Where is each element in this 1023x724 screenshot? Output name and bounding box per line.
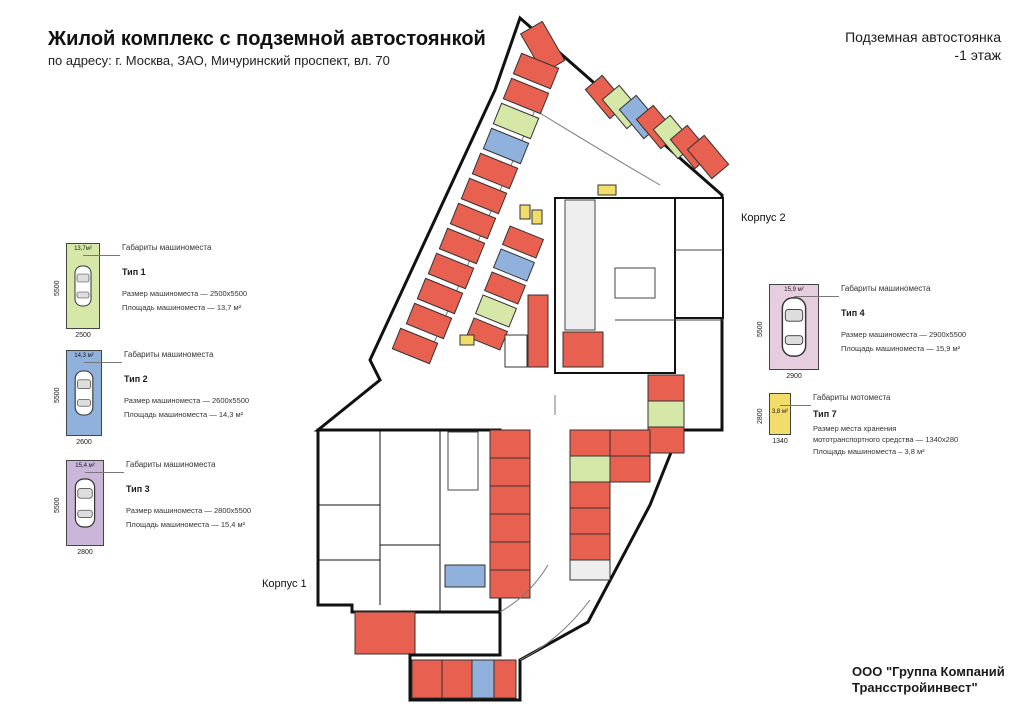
address-subtitle: по адресу: г. Москва, ЗАО, Мичуринский п… bbox=[48, 53, 390, 68]
company-line1: ООО "Группа Компаний bbox=[852, 664, 1005, 679]
legend-rule bbox=[794, 296, 839, 297]
legend-type-label: Тип 3 bbox=[126, 484, 150, 494]
legend-type-label: Тип 7 bbox=[813, 409, 837, 419]
page-title: Жилой комплекс с подземной автостоянкой bbox=[48, 28, 486, 50]
legend-heading: Габариты машиноместа bbox=[126, 460, 216, 469]
legend-heading: Габариты мотоместа bbox=[813, 393, 891, 402]
spot-row-diagonal-outer bbox=[391, 20, 566, 365]
legend-width-dim: 2600 bbox=[76, 439, 92, 446]
level-title-line2: -1 этаж bbox=[954, 47, 1001, 63]
legend-type-3: 15,4 м² 2800 5500 Габариты машиноместа Т… bbox=[54, 460, 266, 556]
korpus-1-outline bbox=[316, 428, 502, 655]
spot-row-bottom bbox=[411, 659, 517, 699]
legend-size-line: Размер машиноместа — 2600x5500 bbox=[124, 396, 250, 405]
spot-row-top-right bbox=[584, 74, 730, 180]
legend-rule bbox=[83, 255, 120, 256]
legend-area-label: 14,3 м² bbox=[74, 353, 94, 359]
korpus-2-outline bbox=[554, 197, 724, 374]
legend-area-label: 3,8 м² bbox=[771, 409, 789, 415]
legend-spot-swatch: 15,9 м² bbox=[769, 284, 819, 370]
legend-spot-swatch: 3,8 м² bbox=[769, 393, 791, 435]
legend-type-label: Тип 4 bbox=[841, 308, 865, 318]
legend-area-line: Площадь машиноместа — 15,9 м² bbox=[841, 344, 961, 353]
legend-area-line: Площадь машиноместа — 14,3 м² bbox=[124, 410, 244, 419]
legend-length-dim: 2800 bbox=[757, 408, 764, 424]
legend-spot-swatch: 13,7м² bbox=[66, 243, 100, 329]
parking-outline bbox=[313, 15, 724, 702]
legend-spot-swatch: 14,3 м² bbox=[66, 350, 102, 436]
legend-size-line: Размер машиноместа — 2500x5500 bbox=[122, 289, 248, 298]
legend-spot-swatch: 15,4 м² bbox=[66, 460, 104, 546]
spot-column-right bbox=[647, 374, 685, 454]
car-icon bbox=[781, 297, 807, 357]
legend-type-1: 13,7м² 2500 5500 Габариты машиноместа Ти… bbox=[54, 243, 266, 339]
spot-column-lower-left bbox=[489, 429, 531, 599]
company-line2: Трансстройинвест" bbox=[852, 680, 978, 695]
legend-heading: Габариты машиноместа bbox=[122, 243, 212, 252]
legend-area-line: Площадь машиноместа — 13,7 м² bbox=[122, 303, 242, 312]
level-title-line1: Подземная автостоянка bbox=[845, 29, 1001, 45]
car-icon bbox=[74, 370, 94, 416]
legend-width-dim: 2500 bbox=[75, 332, 91, 339]
legend-type-label: Тип 2 bbox=[124, 374, 148, 384]
legend-size-line: Размер машиноместа — 2900x5500 bbox=[841, 330, 967, 339]
legend-area-label: 15,4 м² bbox=[75, 463, 95, 469]
legend-type-2: 14,3 м² 2600 5500 Габариты машиноместа Т… bbox=[54, 350, 266, 446]
legend-area-line: Площадь машиноместа – 3,8 м² bbox=[813, 447, 925, 456]
legend-heading: Габариты машиноместа bbox=[124, 350, 214, 359]
spot-column-center bbox=[504, 294, 604, 368]
spot-column-lower-right bbox=[569, 429, 651, 581]
legend-rule bbox=[780, 405, 811, 406]
legend-width-dim: 2900 bbox=[786, 373, 802, 380]
legend-length-dim: 5500 bbox=[54, 387, 61, 403]
legend-length-dim: 5500 bbox=[54, 280, 61, 296]
legend-length-dim: 5500 bbox=[757, 321, 764, 337]
legend-size-line2: мототранспортного средства — 1340x280 bbox=[813, 435, 959, 444]
legend-heading: Габариты машиноместа bbox=[841, 284, 931, 293]
legend-area-line: Площадь машиноместа — 15,4 м² bbox=[126, 520, 246, 529]
legend-width-dim: 1340 bbox=[772, 438, 788, 445]
legend-area-label: 15,9 м² bbox=[784, 287, 804, 293]
spot-row-diagonal-inner bbox=[459, 184, 617, 351]
level-title: Подземная автостоянка -1 этаж bbox=[845, 28, 1001, 64]
legend-type-4: 15,9 м² 2900 5500 Габариты машиноместа Т… bbox=[757, 284, 969, 380]
legend-rule bbox=[85, 472, 124, 473]
legend-size-line: Размер места хранения bbox=[813, 424, 897, 433]
legend-rule bbox=[84, 362, 122, 363]
car-icon bbox=[74, 265, 92, 307]
legend-size-line: Размер машиноместа — 2800x5500 bbox=[126, 506, 252, 515]
legend-type-label: Тип 1 bbox=[122, 267, 146, 277]
company-name: ООО "Группа Компаний Трансстройинвест" bbox=[852, 664, 1005, 696]
legend-length-dim: 5500 bbox=[54, 497, 61, 513]
korpus-1-label: Корпус 1 bbox=[262, 578, 307, 590]
legend-type-5: 3,8 м² 1340 2800 Габариты мотоместа Тип … bbox=[757, 393, 969, 485]
legend-area-label: 13,7м² bbox=[74, 246, 92, 252]
korpus-2-label: Корпус 2 bbox=[741, 212, 786, 224]
car-icon bbox=[74, 478, 96, 528]
legend-width-dim: 2800 bbox=[77, 549, 93, 556]
